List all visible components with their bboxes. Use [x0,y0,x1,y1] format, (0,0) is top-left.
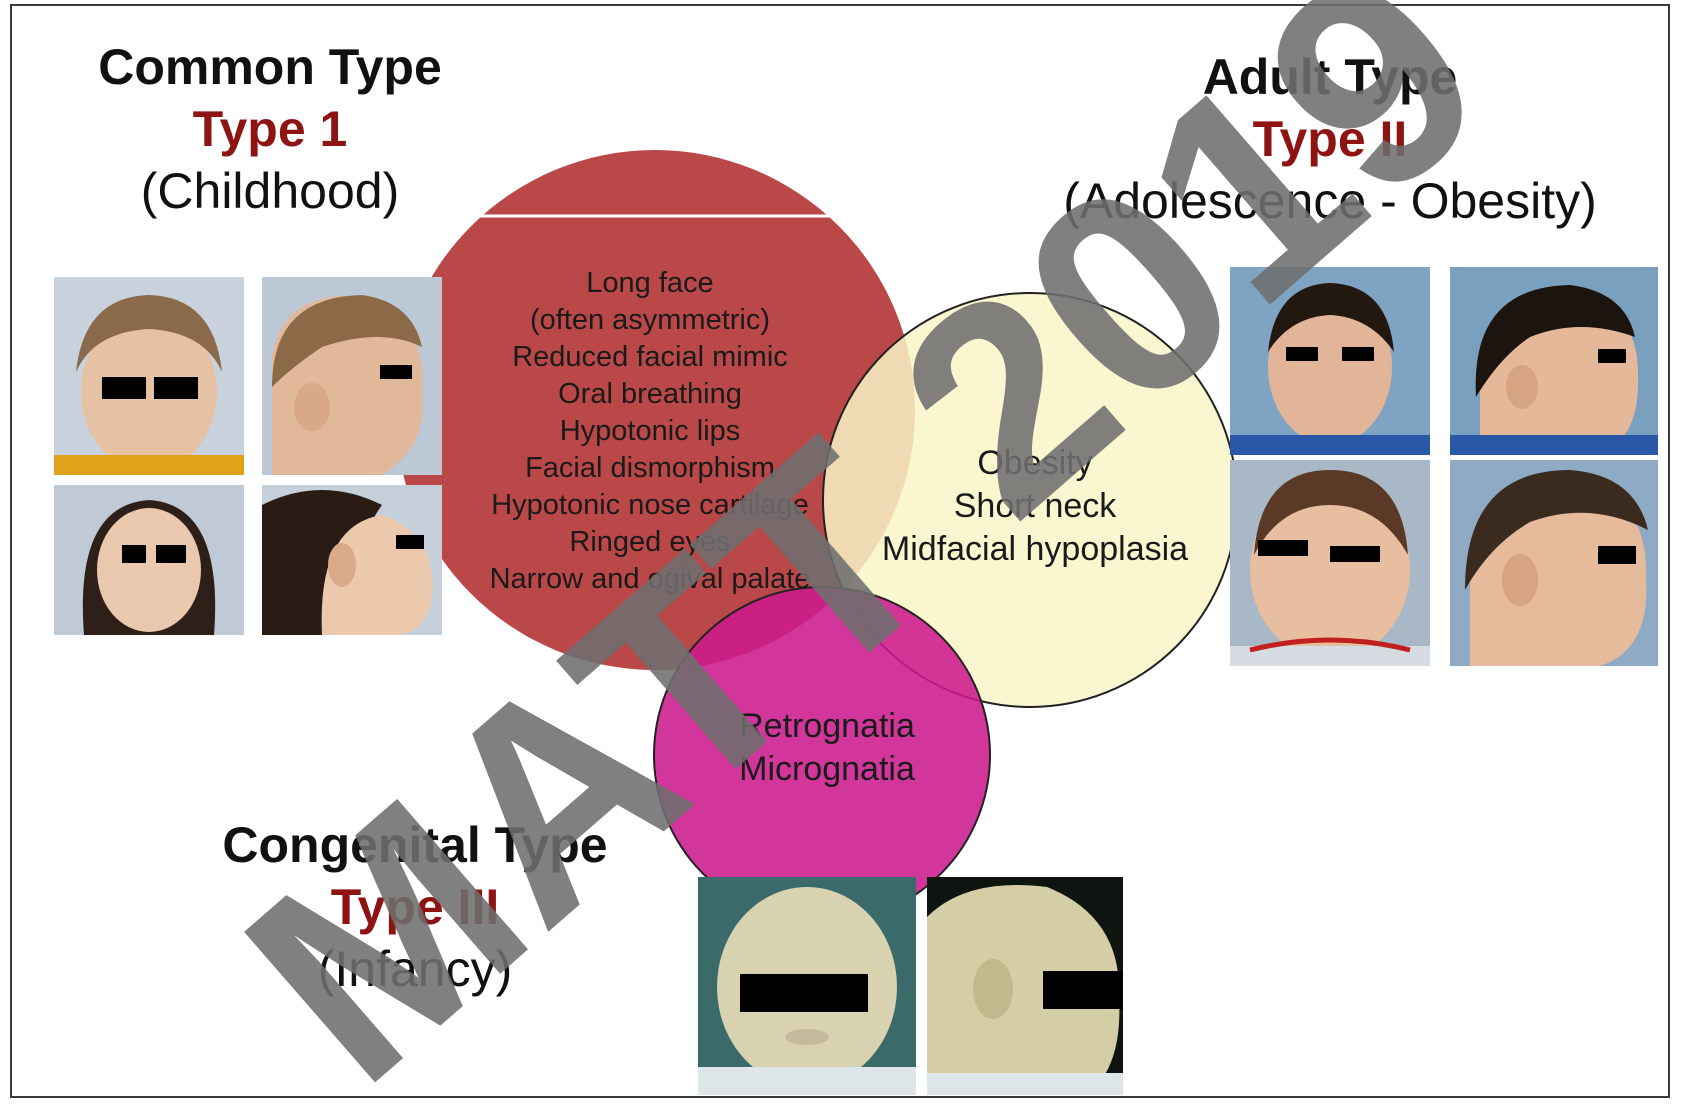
feature-item: Retrognatia [682,705,972,748]
common-type-label: Type 1 [60,104,480,154]
infant-profile-photo [927,877,1123,1095]
feature-item: Oral breathing [440,376,860,413]
feature-item: Facial dismorphism [440,450,860,487]
feature-item: Reduced facial mimic [440,339,860,376]
feature-item: Narrow and ogival palate [440,561,860,598]
congenital-type-age: (Infancy) [180,944,650,994]
common-type-title: Common Type [60,42,480,92]
common-type-heading: Common Type Type 1 (Childhood) [60,42,480,216]
child-boy-front-photo [54,277,244,475]
congenital-type-title: Congenital Type [180,820,650,870]
adult-type-title: Adult Type [1010,52,1650,102]
feature-item: Ringed eyes [440,524,860,561]
adult-type-heading: Adult Type Type II (Adolescence - Obesit… [1010,52,1650,226]
common-type-age: (Childhood) [60,166,480,216]
feature-item: Short neck [845,485,1225,528]
yellow-circle-features: Obesity Short neck Midfacial hypoplasia [845,442,1225,571]
adolescent-front-photo [1230,267,1430,455]
congenital-type-heading: Congenital Type Type III (Infancy) [180,820,650,994]
adolescent-profile-photo [1450,267,1658,455]
obese-adolescent-front-photo [1230,460,1430,666]
infant-front-photo [698,877,916,1095]
child-boy-profile-photo [262,277,442,475]
feature-item: Long face [440,265,860,302]
feature-item: Midfacial hypoplasia [845,528,1225,571]
feature-item: Hypotonic lips [440,413,860,450]
congenital-type-label: Type III [180,882,650,932]
child-girl-front-photo [54,485,244,635]
feature-item: (often asymmetric) [440,302,860,339]
feature-item: Micrognatia [682,748,972,791]
feature-item: Obesity [845,442,1225,485]
obese-adolescent-profile-photo [1450,460,1658,666]
adult-type-age: (Adolescence - Obesity) [1010,176,1650,226]
red-circle-features: Long face (often asymmetric) Reduced fac… [440,265,860,598]
adult-type-label: Type II [1010,114,1650,164]
magenta-circle-features: Retrognatia Micrognatia [682,705,972,791]
feature-item: Hypotonic nose cartilage [440,487,860,524]
child-girl-profile-photo [262,485,442,635]
